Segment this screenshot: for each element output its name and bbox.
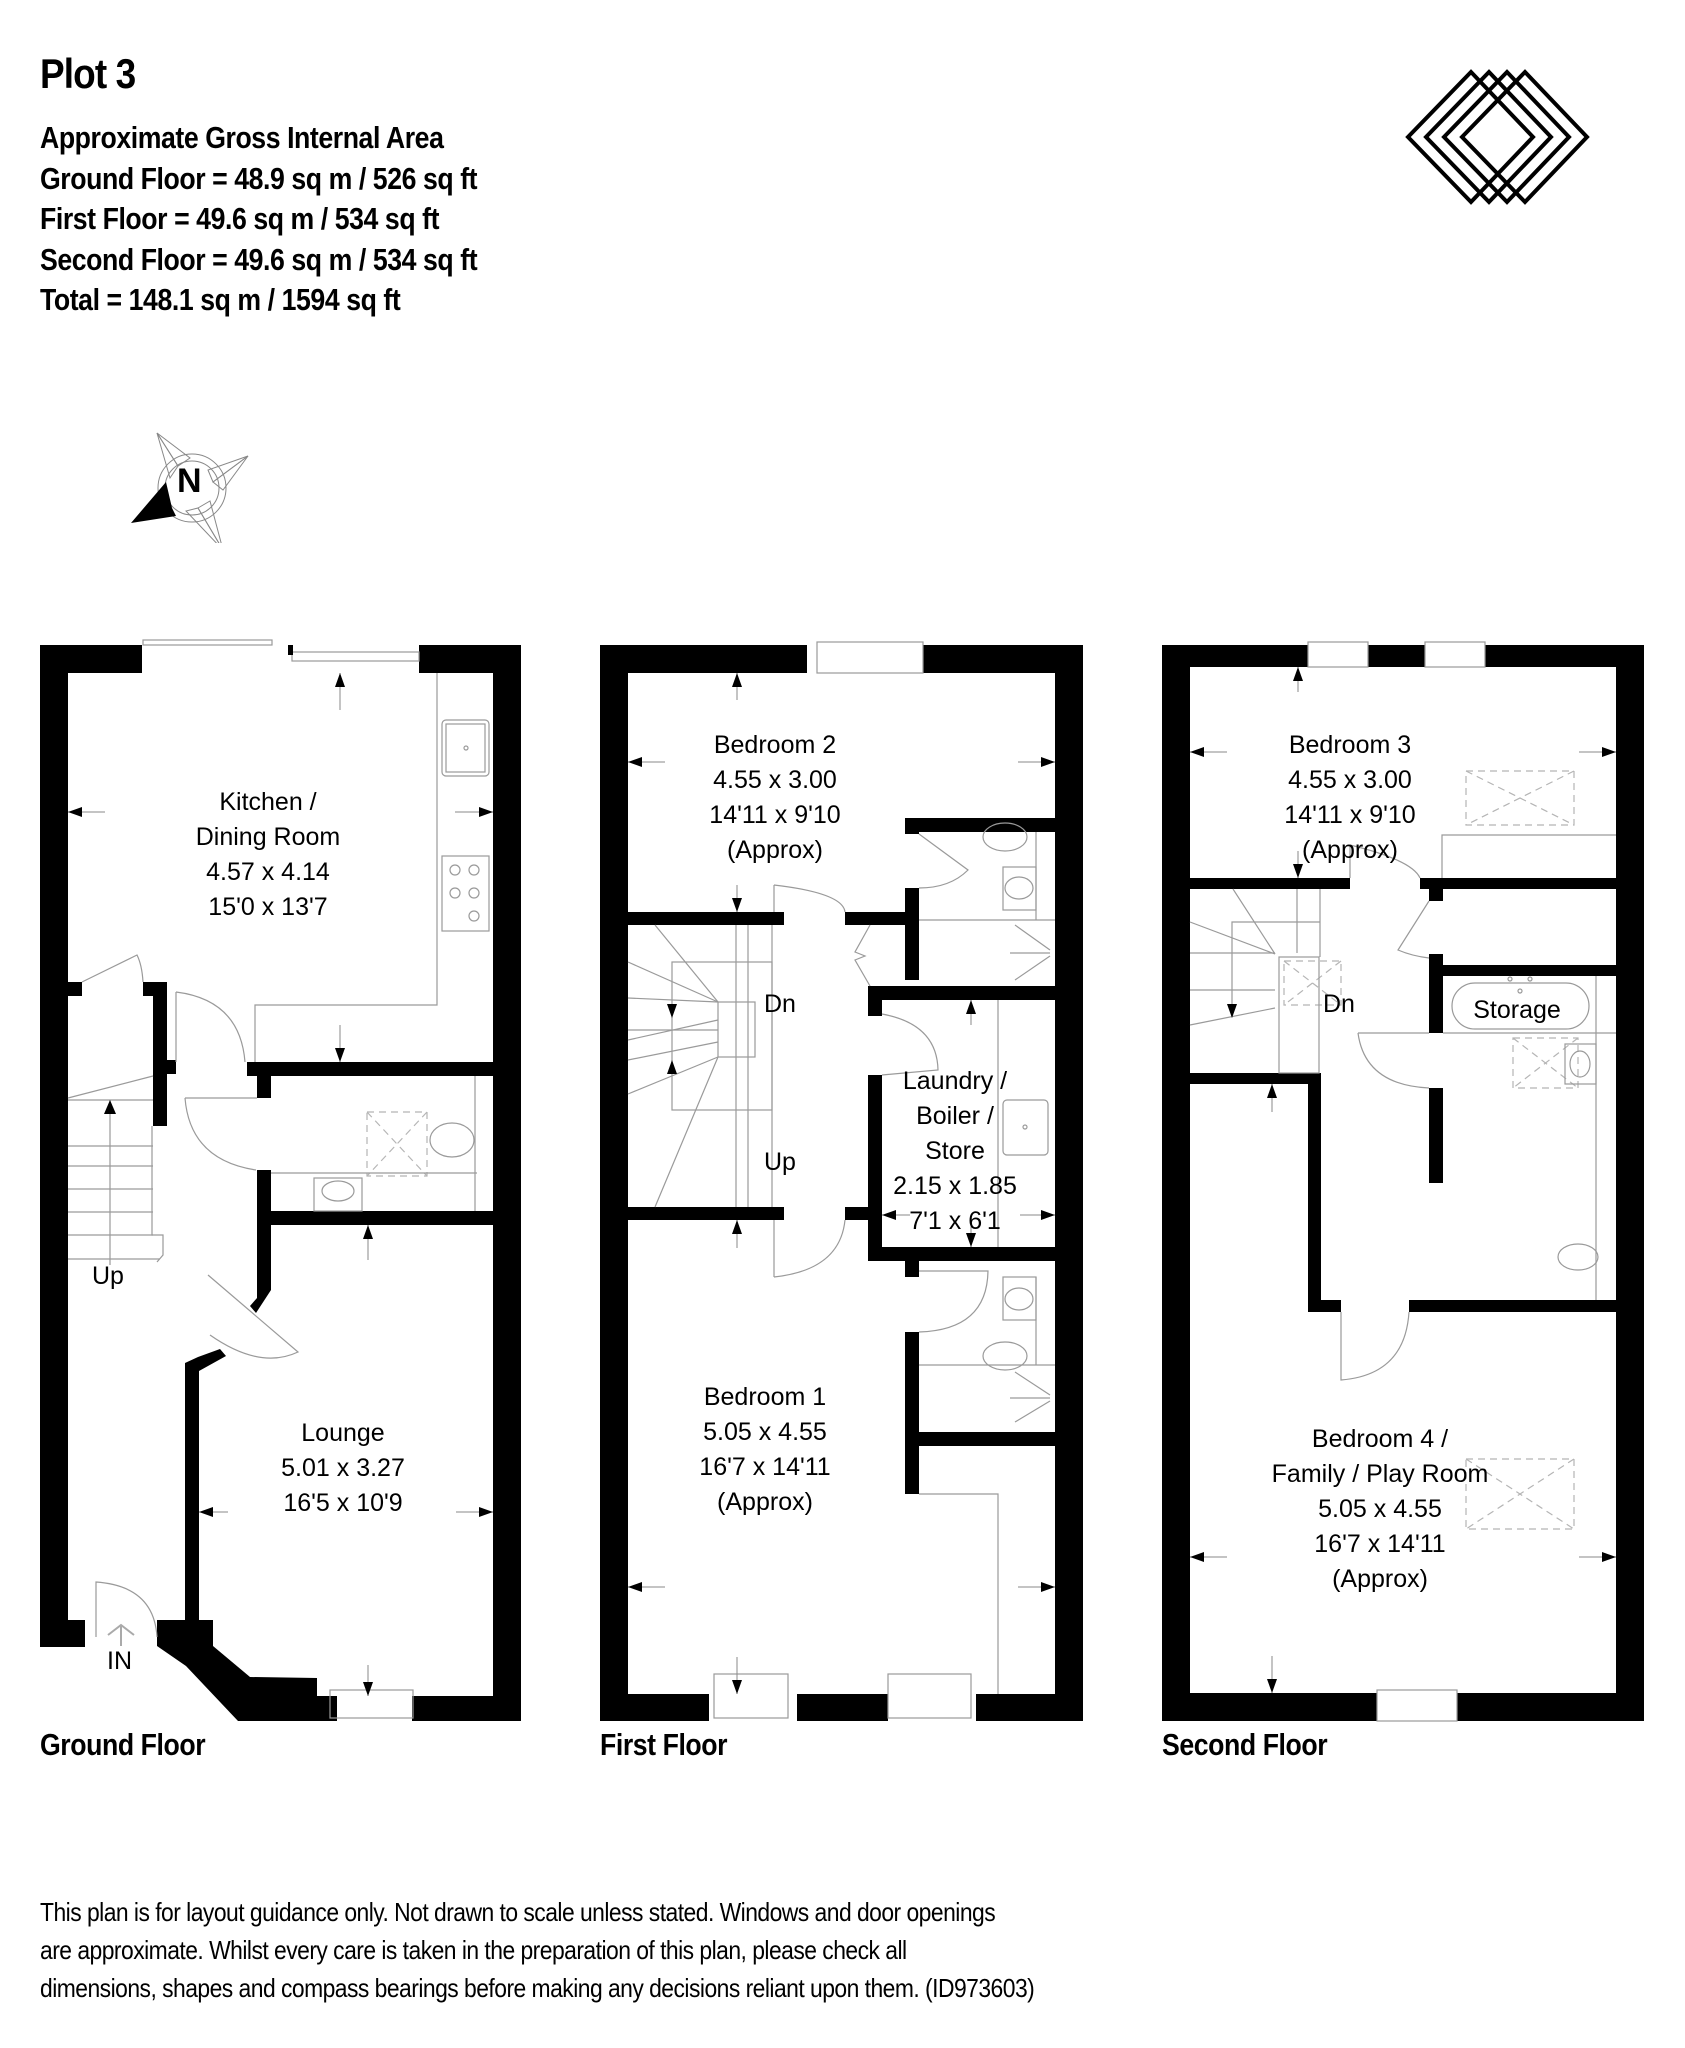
area-ground: Ground Floor = 48.9 sq m / 526 sq ft	[40, 160, 478, 196]
room-bedroom-1: Bedroom 1 5.05 x 4.55 16'7 x 14'11 (Appr…	[699, 1383, 831, 1516]
first-stairs-down-label: Dn	[764, 990, 796, 1018]
plot-title: Plot 3	[40, 50, 136, 97]
ground-stairs-up-label: Up	[92, 1262, 124, 1290]
room-kitchen-dining: Kitchen / Dining Room 4.57 x 4.14 15'0 x…	[195, 788, 341, 921]
compass-north-label: N	[177, 462, 202, 500]
first-stairs-up-label: Up	[764, 1148, 796, 1176]
area-total: Total = 148.1 sq m / 1594 sq ft	[40, 282, 401, 317]
room-bedroom-3: Bedroom 3 4.55 x 3.00 14'11 x 9'10 (Appr…	[1284, 731, 1416, 864]
compass-rose-icon	[131, 432, 249, 543]
area-summary: Approximate Gross Internal Area Ground F…	[40, 118, 478, 321]
second-floor-label: Second Floor	[1162, 1727, 1328, 1762]
room-storage: Storage	[1473, 996, 1561, 1024]
first-floor-label: First Floor	[600, 1727, 728, 1762]
second-stairs-down-label: Dn	[1323, 990, 1355, 1018]
area-second: Second Floor = 49.6 sq m / 534 sq ft	[40, 241, 478, 277]
disclaimer: This plan is for layout guidance only. N…	[40, 1897, 1035, 2003]
area-first: First Floor = 49.6 sq m / 534 sq ft	[40, 201, 440, 236]
nested-diamonds-logo-icon	[1405, 69, 1590, 205]
room-laundry-boiler-store: Laundry / Boiler / Store 2.15 x 1.85 7'1…	[893, 1067, 1017, 1235]
ground-floor-label: Ground Floor	[40, 1727, 206, 1762]
room-lounge: Lounge 5.01 x 3.27 16'5 x 10'9	[281, 1419, 405, 1517]
room-bedroom-4-family-play: Bedroom 4 / Family / Play Room 5.05 x 4.…	[1271, 1425, 1489, 1593]
entrance-label: IN	[107, 1647, 132, 1675]
room-bedroom-2: Bedroom 2 4.55 x 3.00 14'11 x 9'10 (Appr…	[709, 731, 841, 864]
area-heading: Approximate Gross Internal Area	[40, 120, 444, 155]
